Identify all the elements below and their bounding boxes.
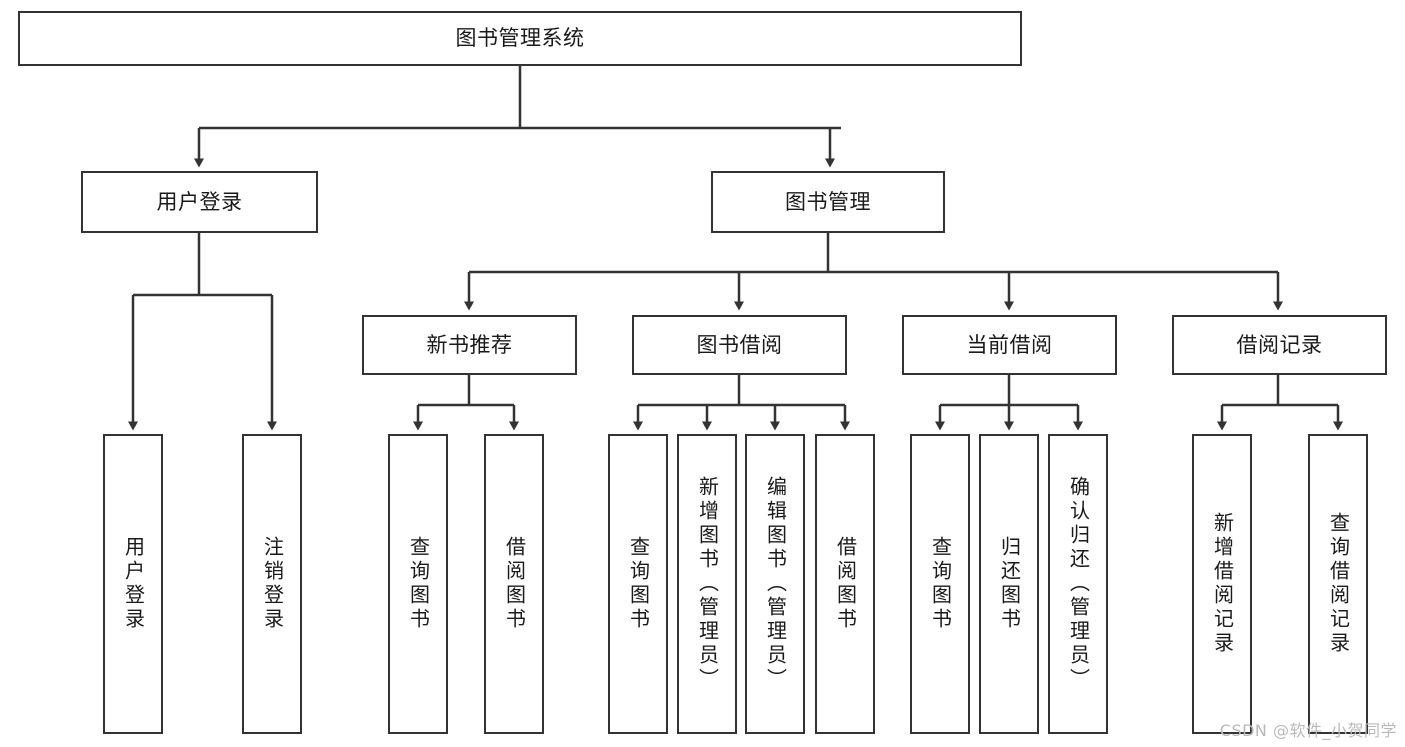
node-new-book-recommend-label: 新书推荐 — [426, 332, 513, 357]
leaf-logout-login-label: 注销登录 — [260, 536, 285, 632]
leaf-query-book-3[interactable]: 查询图书 — [910, 434, 970, 734]
leaf-confirm-return[interactable]: 确认归还（管理员） — [1048, 434, 1108, 734]
leaf-add-record[interactable]: 新增借阅记录 — [1192, 434, 1252, 734]
leaf-edit-book-label: 编辑图书（管理员） — [763, 476, 788, 692]
leaf-confirm-return-label: 确认归还（管理员） — [1066, 476, 1091, 692]
node-book-management[interactable]: 图书管理 — [711, 171, 945, 233]
leaf-edit-book[interactable]: 编辑图书（管理员） — [745, 434, 805, 734]
node-borrow-record[interactable]: 借阅记录 — [1172, 315, 1387, 375]
leaf-query-book-2[interactable]: 查询图书 — [608, 434, 668, 734]
leaf-query-book-2-label: 查询图书 — [626, 536, 651, 632]
leaf-query-book-3-label: 查询图书 — [928, 536, 953, 632]
leaf-query-book-1[interactable]: 查询图书 — [388, 434, 448, 734]
node-current-borrow-label: 当前借阅 — [966, 332, 1053, 357]
leaf-user-login-label: 用户登录 — [121, 536, 146, 632]
leaf-borrow-book-1-label: 借阅图书 — [502, 536, 527, 632]
leaf-query-record-label: 查询借阅记录 — [1326, 512, 1351, 656]
node-borrow-record-label: 借阅记录 — [1236, 332, 1323, 357]
leaf-add-book[interactable]: 新增图书（管理员） — [677, 434, 737, 734]
leaf-return-book-label: 归还图书 — [997, 536, 1022, 632]
leaf-query-record[interactable]: 查询借阅记录 — [1308, 434, 1368, 734]
leaf-user-login[interactable]: 用户登录 — [103, 434, 163, 734]
node-new-book-recommend[interactable]: 新书推荐 — [362, 315, 577, 375]
node-root[interactable]: 图书管理系统 — [18, 11, 1022, 66]
node-user-login-label: 用户登录 — [156, 189, 243, 214]
leaf-logout-login[interactable]: 注销登录 — [242, 434, 302, 734]
leaf-add-book-label: 新增图书（管理员） — [695, 476, 720, 692]
node-user-login[interactable]: 用户登录 — [81, 171, 318, 233]
leaf-add-record-label: 新增借阅记录 — [1210, 512, 1235, 656]
node-book-management-label: 图书管理 — [785, 189, 871, 214]
leaf-borrow-book-1[interactable]: 借阅图书 — [484, 434, 544, 734]
node-book-borrow-label: 图书借阅 — [696, 332, 783, 357]
node-root-label: 图书管理系统 — [455, 26, 585, 51]
node-current-borrow[interactable]: 当前借阅 — [902, 315, 1117, 375]
leaf-query-book-1-label: 查询图书 — [406, 536, 431, 632]
node-book-borrow[interactable]: 图书借阅 — [632, 315, 847, 375]
leaf-return-book[interactable]: 归还图书 — [979, 434, 1039, 734]
leaf-borrow-book-2[interactable]: 借阅图书 — [815, 434, 875, 734]
leaf-borrow-book-2-label: 借阅图书 — [833, 536, 858, 632]
